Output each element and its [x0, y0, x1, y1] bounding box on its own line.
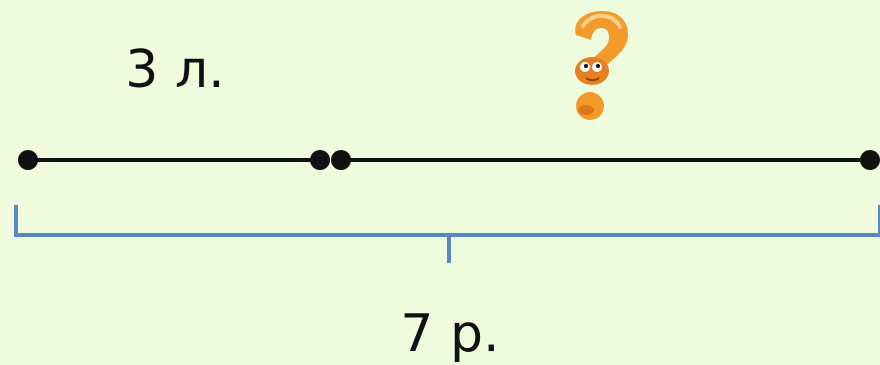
- question-mark-left-pupil: [584, 64, 588, 68]
- question-mark-right-pupil: [596, 64, 600, 68]
- question-mark-highlight: [581, 13, 622, 29]
- middle-left-endpoint: [310, 150, 330, 170]
- total-label: 7 р.: [400, 304, 499, 364]
- question-mark-icon: [575, 11, 628, 120]
- right-endpoint: [860, 150, 880, 170]
- question-mark-mouth: [585, 77, 600, 82]
- left-endpoint: [18, 150, 38, 170]
- question-mark-body: [575, 11, 628, 80]
- middle-right-endpoint: [331, 150, 351, 170]
- question-mark-dot-shadow: [578, 105, 594, 115]
- left-segment-label: 3 л.: [125, 40, 224, 100]
